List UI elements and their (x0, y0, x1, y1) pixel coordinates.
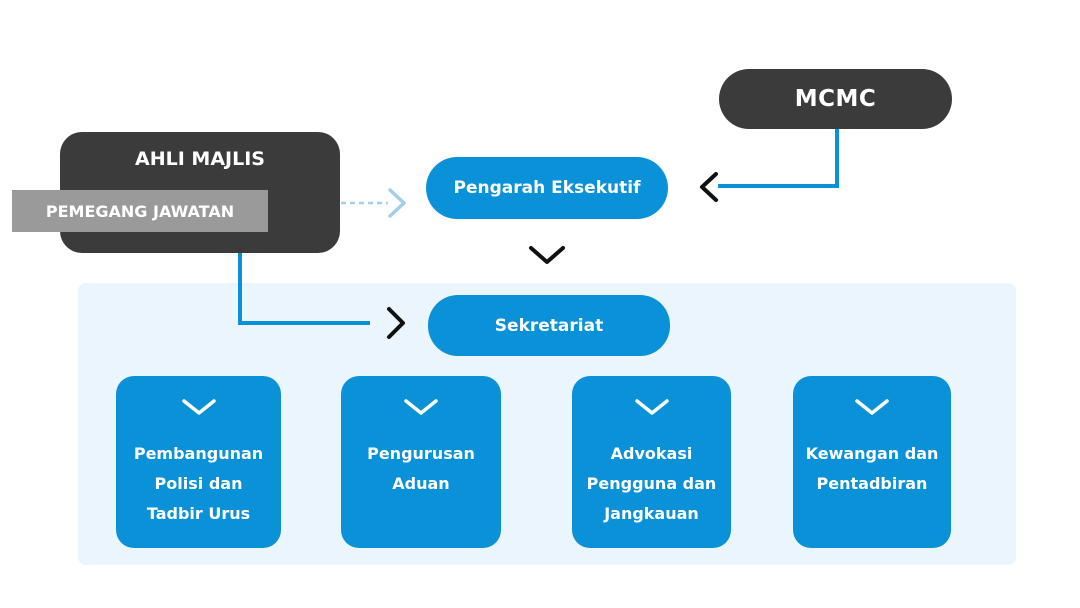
unit-finance-administration: Kewangan dan Pentadbiran (793, 376, 951, 548)
unit-label-line: Pembangunan (133, 444, 264, 463)
mcmc-connector-line (718, 128, 839, 188)
council-title: AHLI MAJLIS (135, 148, 265, 170)
unit-label: Advokasi Pengguna dan Jangkauan (578, 439, 725, 529)
unit-label-line: Pengurusan (367, 444, 475, 463)
secretariat-label: Sekretariat (494, 315, 604, 336)
unit-label-line: Pentadbiran (816, 474, 928, 493)
secretariat-node: Sekretariat (428, 295, 670, 356)
chevron-down-icon (529, 246, 565, 264)
mcmc-label: MCMC (794, 86, 877, 112)
unit-complaints: Pengurusan Aduan (341, 376, 501, 548)
mcmc-node: MCMC (719, 69, 952, 129)
unit-label-line: Tadbir Urus (146, 504, 251, 523)
unit-label-line: Aduan (392, 474, 450, 493)
chevron-down-icon (181, 399, 216, 415)
unit-label-line: Pengguna dan (586, 474, 717, 493)
unit-label-line: Polisi dan (154, 474, 243, 493)
council-subtitle: PEMEGANG JAWATAN (12, 190, 268, 232)
chevron-left-icon (700, 172, 718, 202)
unit-policy-governance: Pembangunan Polisi dan Tadbir Urus (116, 376, 281, 548)
unit-label-line: Kewangan dan (805, 444, 939, 463)
chevron-down-icon (634, 399, 669, 415)
executive-director-label: Pengarah Eksekutif (453, 178, 641, 198)
unit-label-line: Jangkauan (604, 504, 699, 523)
council-connector-line (238, 253, 370, 325)
chevron-right-light-icon (388, 188, 406, 218)
chevron-right-icon (387, 307, 405, 339)
unit-label: Pembangunan Polisi dan Tadbir Urus (122, 439, 275, 529)
unit-label-line: Advokasi (610, 444, 693, 463)
chevron-down-icon (855, 399, 889, 415)
unit-label: Pengurusan Aduan (347, 439, 495, 499)
chevron-down-icon (404, 399, 438, 415)
unit-advocacy-outreach: Advokasi Pengguna dan Jangkauan (572, 376, 731, 548)
executive-director-node: Pengarah Eksekutif (426, 157, 668, 219)
unit-label: Kewangan dan Pentadbiran (799, 439, 945, 499)
